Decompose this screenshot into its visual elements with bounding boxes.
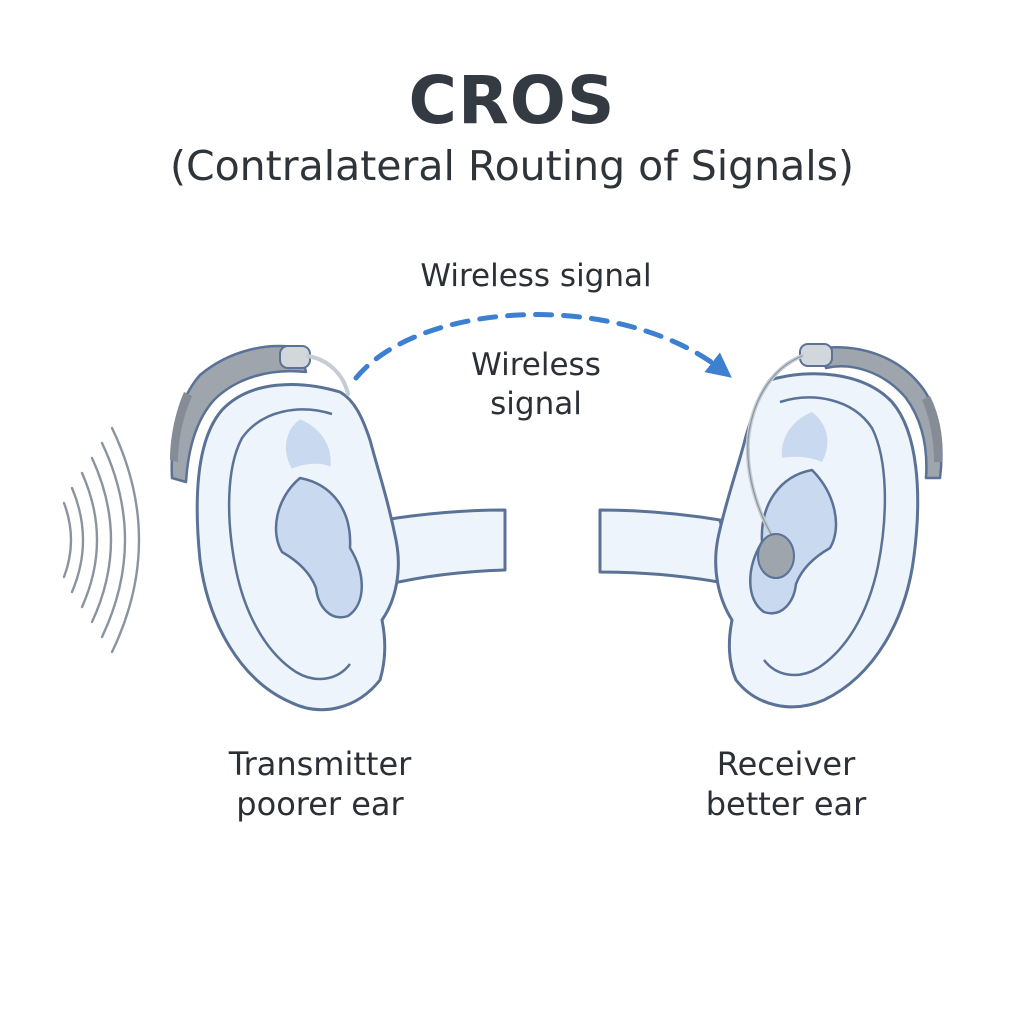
sound-waves-icon xyxy=(64,428,139,652)
wireless-signal-label-secondary: Wireless signal xyxy=(386,346,686,424)
receiver-label: Receiver better ear xyxy=(636,744,936,824)
wireless-signal-label: Wireless signal xyxy=(336,258,736,294)
transmitter-label: Transmitter poorer ear xyxy=(170,744,470,824)
receiver-label-line1: Receiver xyxy=(636,744,936,784)
transmitter-label-line1: Transmitter xyxy=(170,744,470,784)
wireless-signal-label-line2: signal xyxy=(386,385,686,424)
wireless-signal-label-line1: Wireless xyxy=(386,346,686,385)
receiver-label-line2: better ear xyxy=(636,784,936,824)
transmitter-label-line2: poorer ear xyxy=(170,784,470,824)
